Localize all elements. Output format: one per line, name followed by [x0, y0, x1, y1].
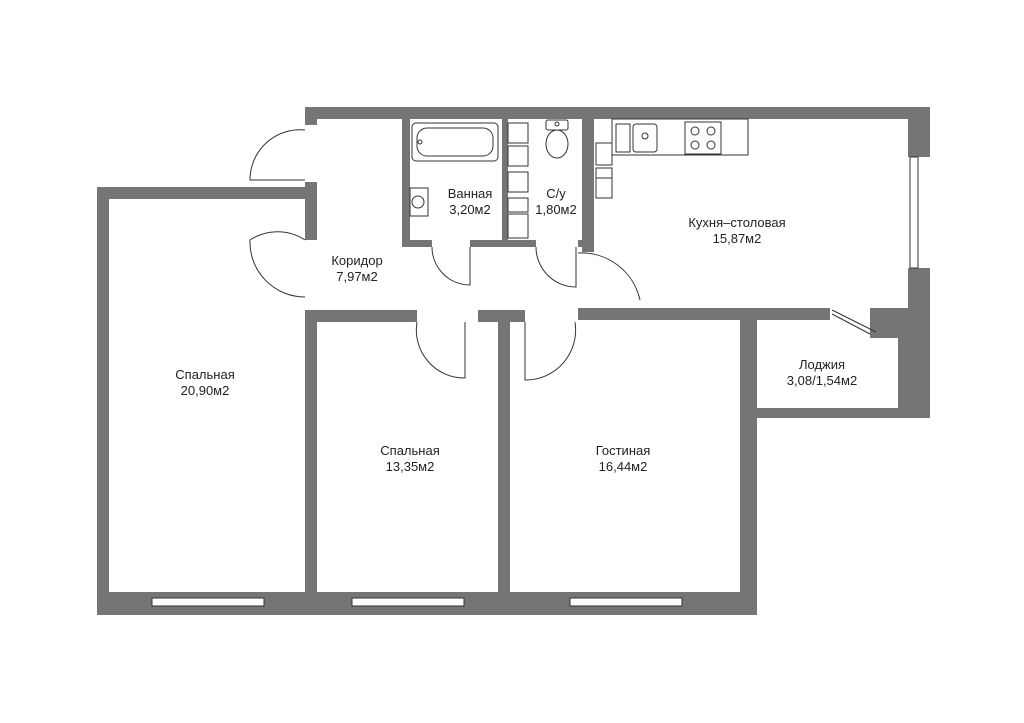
washer-icon	[507, 122, 529, 239]
bedroom2-area: 13,35м2	[386, 459, 435, 474]
sink-icon	[409, 187, 429, 217]
kitchen-counter	[595, 118, 749, 199]
bath-area: 3,20м2	[449, 202, 490, 217]
toilet-icon	[545, 119, 569, 159]
living-area: 16,44м2	[599, 459, 648, 474]
corridor-name: Коридор	[331, 253, 382, 268]
bedroom1-area: 20,90м2	[181, 383, 230, 398]
window-bedroom1	[151, 597, 265, 607]
kitchen-name: Кухня–столовая	[688, 215, 785, 230]
bedroom2-name: Спальная	[380, 443, 439, 458]
bath-name: Ванная	[448, 186, 493, 201]
living-name: Гостиная	[596, 443, 651, 458]
loggia-door	[831, 309, 877, 335]
loggia-area: 3,08/1,54м2	[787, 373, 857, 388]
window-living	[569, 597, 683, 607]
bathtub-icon	[411, 122, 499, 162]
wc-name: С/у	[546, 186, 566, 201]
walls	[97, 107, 930, 615]
bedroom1-name: Спальная	[175, 367, 234, 382]
corridor-area: 7,97м2	[336, 269, 377, 284]
kitchen-area: 15,87м2	[713, 231, 762, 246]
wc-area: 1,80м2	[535, 202, 576, 217]
window-kitchen	[909, 156, 919, 269]
loggia-name: Лоджия	[799, 357, 845, 372]
room-labels: Спальная 20,90м2 Коридор 7,97м2 Ванная 3…	[175, 186, 857, 474]
doors	[249, 129, 641, 381]
window-bedroom2	[351, 597, 465, 607]
